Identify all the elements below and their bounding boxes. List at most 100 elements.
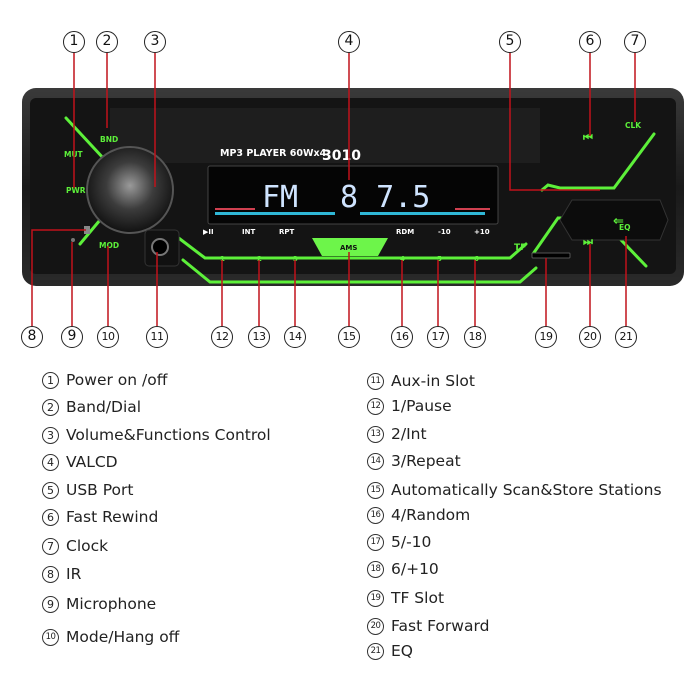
legend-item: 8 IR	[42, 565, 81, 583]
callout-7: 7	[624, 31, 646, 53]
display-frequency: 8 7.5	[340, 180, 430, 215]
legend-text: Band/Dial	[66, 398, 142, 416]
legend-text: Fast Forward	[391, 617, 490, 635]
ams-button[interactable]	[312, 238, 388, 256]
legend-number: 5	[42, 481, 59, 499]
ir-sensor	[84, 226, 90, 234]
legend-text: Automatically Scan&Store Stations	[391, 481, 662, 499]
bnd-button[interactable]: BND	[100, 135, 118, 144]
tf-slot[interactable]	[531, 252, 571, 259]
legend-text: 3/Repeat	[391, 452, 461, 470]
legend-text: Aux-in Slot	[391, 372, 475, 390]
int-label[interactable]: INT	[242, 228, 255, 236]
callout-4: 4	[338, 31, 360, 53]
callout-17: 17	[427, 326, 449, 348]
legend-number: 19	[367, 589, 384, 607]
callout-20: 20	[579, 326, 601, 348]
legend-text: USB Port	[66, 481, 134, 499]
callout-21: 21	[615, 326, 637, 348]
legend-text: Clock	[66, 537, 109, 555]
legend-number: 2	[42, 398, 59, 416]
legend-number: 9	[42, 595, 59, 613]
callout-3: 3	[144, 31, 166, 53]
legend-item: 13 2/Int	[367, 425, 427, 443]
fast-forward-button[interactable]: ⏭	[583, 235, 593, 248]
legend-text: IR	[66, 565, 82, 583]
legend-text: Power on /off	[66, 371, 168, 389]
fast-rewind-button[interactable]: ⏮	[583, 131, 593, 144]
legend-text: Fast Rewind	[66, 508, 159, 526]
callout-13: 13	[248, 326, 270, 348]
legend-number: 3	[42, 426, 59, 444]
legend-number: 14	[367, 452, 384, 470]
legend-number: 15	[367, 481, 384, 499]
legend-text: Microphone	[66, 595, 157, 613]
legend-number: 18	[367, 560, 384, 578]
legend-text: Mode/Hang off	[66, 628, 180, 646]
legend-number: 10	[42, 628, 59, 646]
legend-item: 12 1/Pause	[367, 397, 452, 415]
preset-number: 2	[257, 255, 262, 263]
legend-number: 8	[42, 565, 59, 583]
mode-button[interactable]: MOD	[99, 241, 119, 250]
legend-number: 21	[367, 642, 384, 660]
callout-5: 5	[499, 31, 521, 53]
legend-number: 13	[367, 425, 384, 443]
preset-number: 3	[293, 255, 298, 263]
usb-icon: ⇐	[613, 214, 624, 229]
legend-item: 5 USB Port	[42, 481, 133, 499]
legend-item: 4 VALCD	[42, 453, 118, 471]
rpt-label[interactable]: RPT	[279, 228, 295, 236]
legend-text: 2/Int	[391, 425, 427, 443]
legend-text: 1/Pause	[391, 397, 452, 415]
rdm-label[interactable]: RDM	[396, 228, 414, 236]
usb-port[interactable]	[559, 199, 669, 241]
callout-leader-lines	[31, 53, 636, 326]
legend-number: 12	[367, 397, 384, 415]
legend-number: 16	[367, 506, 384, 524]
legend-text: 5/-10	[391, 533, 432, 551]
legend-item: 14 3/Repeat	[367, 452, 461, 470]
legend-item: 10 Mode/Hang off	[42, 628, 179, 646]
callout-15: 15	[338, 326, 360, 348]
volume-knob[interactable]	[86, 146, 174, 234]
callout-2: 2	[96, 31, 118, 53]
model-text: MP3 PLAYER 60Wx4	[220, 148, 327, 159]
callout-10: 10	[97, 326, 119, 348]
callout-18: 18	[464, 326, 486, 348]
preset-number: 5	[437, 255, 442, 263]
microphone	[71, 238, 75, 242]
legend-item: 17 5/-10	[367, 533, 431, 551]
model-number: 3010	[322, 148, 361, 164]
display-band: FM	[262, 180, 298, 215]
minus10-label[interactable]: -10	[438, 228, 451, 236]
legend-text: EQ	[391, 642, 413, 660]
play-pause-label[interactable]: ▶II	[203, 228, 214, 236]
tf-label: TF	[514, 243, 526, 253]
legend-item: 9 Microphone	[42, 595, 156, 613]
clock-button[interactable]: CLK	[625, 121, 642, 130]
legend-text: 6/+10	[391, 560, 439, 578]
eq-button[interactable]: EQ	[619, 223, 631, 232]
aux-in-slot[interactable]	[151, 238, 169, 256]
legend-number: 17	[367, 533, 384, 551]
callout-12: 12	[211, 326, 233, 348]
callout-19: 19	[535, 326, 557, 348]
legend-number: 4	[42, 453, 59, 471]
callout-9: 9	[61, 326, 83, 348]
legend-item: 21 EQ	[367, 642, 413, 660]
power-button[interactable]: PWR	[66, 186, 86, 195]
callout-6: 6	[579, 31, 601, 53]
preset-number: 6	[474, 255, 479, 263]
lcd-display	[207, 165, 499, 225]
plus10-label[interactable]: +10	[474, 228, 490, 236]
legend-text: VALCD	[66, 453, 118, 471]
legend-item: 15 Automatically Scan&Store Stations	[367, 481, 662, 499]
